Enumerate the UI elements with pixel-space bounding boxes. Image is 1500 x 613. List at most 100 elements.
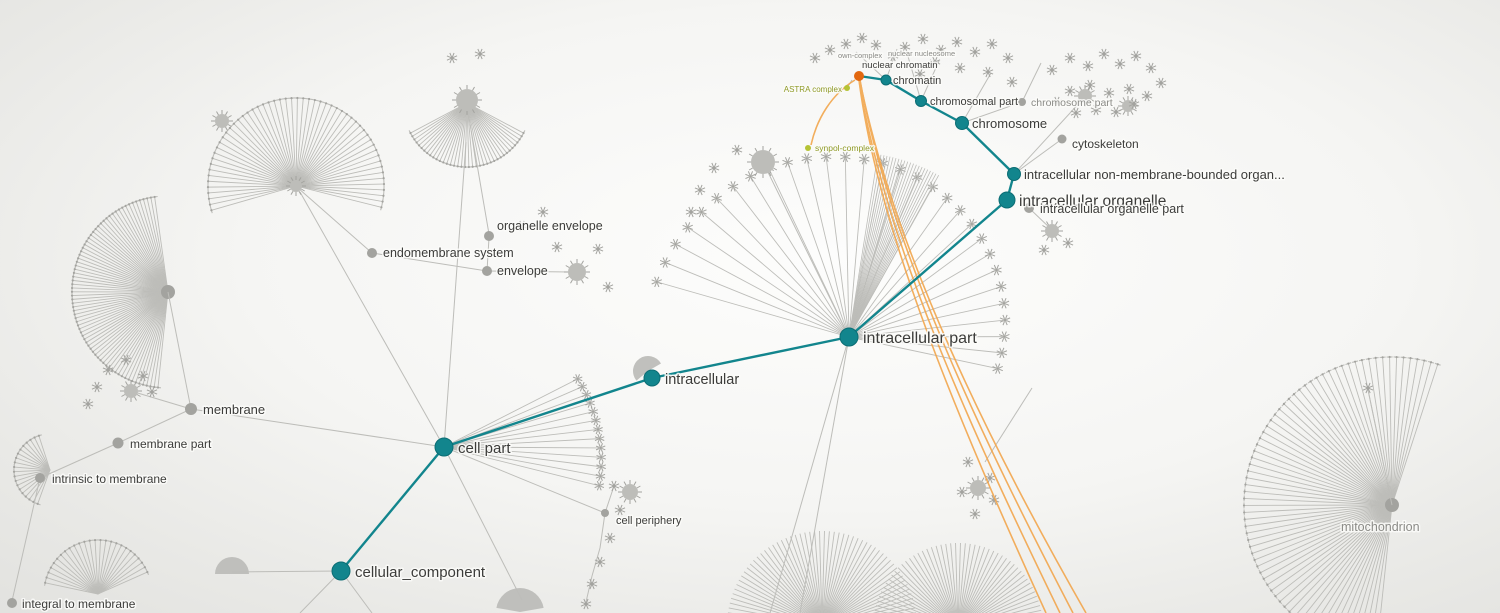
leaf-star-icon	[988, 494, 1000, 506]
label-cellular-component: cellular_component	[355, 564, 486, 581]
orange-curve	[810, 79, 856, 146]
node-intracellular[interactable]	[643, 369, 661, 387]
label-cell-part: cell part	[458, 440, 511, 457]
leaf-star-icon	[1084, 79, 1096, 91]
fan-cluster	[70, 195, 175, 389]
fan-cluster	[408, 102, 526, 169]
node-intracellular-organelle-part[interactable]	[1024, 203, 1034, 213]
leaf-star-icon	[731, 144, 743, 156]
leaf-star-icon	[685, 206, 697, 218]
node-chromosome[interactable]	[955, 116, 969, 130]
leaf-star-icon	[969, 46, 981, 58]
gray-edge	[769, 336, 850, 613]
path-edge	[340, 446, 445, 572]
node-envelope[interactable]	[482, 266, 492, 276]
gray-edge	[11, 477, 41, 602]
leaf-star-icon	[856, 32, 868, 44]
gray-edge	[855, 51, 887, 81]
fan-cluster	[12, 434, 51, 506]
leaf-star-icon	[1002, 52, 1014, 64]
leaf-star-icon	[984, 248, 996, 260]
label-chromatin: chromatin	[893, 75, 941, 87]
gray-edge	[443, 446, 523, 601]
label-intracellular-organelle: intracellular organelle	[1019, 193, 1166, 210]
node-membrane-part[interactable]	[112, 437, 124, 449]
leaf-star-icon	[82, 398, 94, 410]
rosette-cluster	[564, 259, 590, 285]
node-synpol-complex[interactable]	[805, 145, 811, 151]
path-edge	[443, 376, 653, 449]
leaf-star-icon	[102, 364, 114, 376]
node-endomembrane-system[interactable]	[367, 248, 377, 258]
node-intrinsic-to-membrane[interactable]	[35, 473, 45, 483]
leaf-star-icon	[935, 44, 947, 56]
leaf-star-icon	[91, 381, 103, 393]
gray-edge	[984, 387, 1033, 463]
gray-edge	[1367, 389, 1393, 506]
leaf-star-icon	[962, 456, 974, 468]
node-organelle-envelope[interactable]	[484, 231, 494, 241]
node-chromosomal-part[interactable]	[915, 95, 927, 107]
node-astra-complex[interactable]	[844, 85, 850, 91]
node-non-membrane-bounded-organelle[interactable]	[1007, 167, 1021, 181]
cluster-disc	[215, 557, 249, 574]
label-endomembrane-system: endomembrane system	[383, 246, 514, 260]
leaf-star-icon	[1062, 237, 1074, 249]
leaf-star-icon	[727, 181, 739, 192]
label-chromosome-part: chromosome part	[1031, 97, 1113, 109]
leaf-star-icon	[516, 220, 528, 232]
node-intracellular-organelle[interactable]	[998, 191, 1016, 209]
fan-cluster	[443, 374, 606, 491]
leaf-star-icon	[120, 354, 132, 366]
node-chromosome-part[interactable]	[1018, 98, 1026, 106]
node-intracellular-part[interactable]	[839, 327, 859, 347]
leaf-star-icon	[824, 44, 836, 56]
graph-nodes	[7, 71, 1067, 608]
leaf-star-icon	[137, 370, 149, 382]
leaf-star-icon	[1090, 104, 1102, 116]
leaf-star-icon	[577, 381, 588, 392]
leaf-star-icon	[594, 556, 606, 568]
label-cell-periphery: cell periphery	[616, 515, 682, 527]
leaf-star-icon	[604, 532, 616, 544]
leaf-star-icon	[929, 56, 941, 68]
leaf-star-icon	[696, 206, 707, 218]
leaf-star-icon	[996, 347, 1008, 359]
path-edge	[961, 122, 1015, 175]
gray-edge	[371, 252, 488, 272]
orange-curve	[859, 79, 1074, 613]
leaf-star-icon	[670, 238, 681, 250]
leaf-star-icon	[858, 153, 870, 165]
node-nuclear-chromatin[interactable]	[854, 71, 864, 81]
gray-edge	[297, 187, 373, 254]
leaf-star-icon	[614, 504, 626, 516]
leaf-star-icon	[580, 598, 592, 610]
gray-edge	[591, 547, 601, 577]
leaf-star-icon	[595, 443, 606, 453]
gray-edge	[130, 390, 192, 410]
node-integral-to-membrane[interactable]	[7, 598, 17, 608]
gray-edge	[961, 72, 992, 124]
node-membrane[interactable]	[185, 403, 197, 415]
leaf-star-icon	[1064, 52, 1076, 64]
fan-cluster	[874, 543, 1042, 613]
leaf-star-icon	[594, 433, 605, 444]
leaf-star-icon	[840, 38, 852, 50]
leaf-star-icon	[1114, 58, 1126, 70]
node-cell-part[interactable]	[434, 437, 454, 457]
node-cytoskeleton[interactable]	[1057, 134, 1067, 144]
node-cell-periphery[interactable]	[601, 509, 609, 517]
rosette-cluster	[1041, 220, 1063, 242]
fan-cluster	[848, 154, 940, 338]
node-chromatin[interactable]	[880, 74, 892, 86]
node-cellular-component[interactable]	[331, 561, 351, 581]
leaf-star-icon	[585, 398, 595, 408]
leaf-star-icon	[982, 66, 994, 78]
tiny-label: own-complex	[838, 51, 882, 60]
leaf-star-icon	[870, 39, 882, 51]
gray-edge	[1021, 62, 1042, 103]
leaf-star-icon	[899, 41, 911, 53]
gray-edge	[1028, 207, 1052, 230]
